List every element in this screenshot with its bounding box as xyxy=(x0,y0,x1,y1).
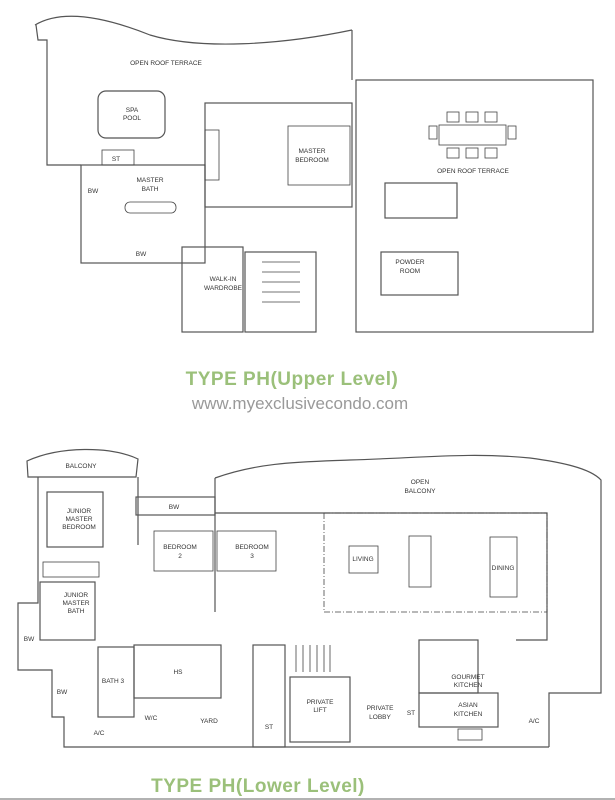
private-lift xyxy=(289,676,351,743)
stair-upper xyxy=(244,251,317,333)
room-label: PRIVATE xyxy=(307,699,335,706)
powder-room xyxy=(380,251,459,296)
watermark: www.myexclusivecondo.com xyxy=(191,394,408,413)
upper-level-plan: OPEN ROOF TERRACE SPA POOL ST MASTER BAT… xyxy=(34,15,594,390)
room-label: ASIAN xyxy=(458,702,478,709)
room-label: A/C xyxy=(529,718,540,725)
room-label: ROOM xyxy=(400,268,420,275)
room-label: BEDROOM xyxy=(163,544,197,551)
bathtub xyxy=(124,201,177,214)
store xyxy=(101,149,135,166)
room-label: MASTER xyxy=(62,600,89,607)
room-label: LIFT xyxy=(313,707,326,714)
room-label: LOBBY xyxy=(369,714,391,721)
living-dining-zone xyxy=(323,512,548,613)
room-label: YARD xyxy=(200,718,218,725)
room-label: BW xyxy=(24,636,35,643)
stair-lower xyxy=(252,644,286,748)
room-label: MASTER xyxy=(65,516,92,523)
room-label: ST xyxy=(112,156,120,163)
living-sofa xyxy=(348,545,379,574)
dining-table xyxy=(489,536,518,598)
room-label: POWDER xyxy=(395,259,425,266)
junior-master-bedroom xyxy=(46,491,104,548)
room-label: BEDROOM xyxy=(295,157,329,164)
asian-kitchen xyxy=(418,692,499,728)
lower-level-plan: BALCONY JUNIOR MASTER BEDROOM JUNIOR MAS… xyxy=(0,448,615,800)
room-label: JUNIOR xyxy=(67,508,92,515)
room-label: ST xyxy=(407,710,415,717)
right-terrace-outline xyxy=(355,79,594,333)
balcony-curve xyxy=(26,448,139,478)
lower-level-title: TYPE PH(Lower Level) xyxy=(151,776,365,797)
stair-treads-lower xyxy=(295,645,331,672)
room-label: BW xyxy=(88,188,99,195)
master-suite xyxy=(204,102,353,208)
spa-pool xyxy=(97,90,166,139)
bed xyxy=(287,125,351,186)
terrace-stair xyxy=(384,182,458,219)
room-label: 3 xyxy=(250,553,254,560)
master-bath xyxy=(80,164,206,264)
room-label: BW xyxy=(136,251,147,258)
room-label: BEDROOM xyxy=(235,544,269,551)
sink xyxy=(457,728,483,741)
room-label: KITCHEN xyxy=(454,682,483,689)
tv-console xyxy=(204,129,220,181)
room-label: BATH 3 xyxy=(102,678,125,685)
room-label: GOURMET xyxy=(451,674,484,681)
roof-terrace-wave-wall xyxy=(34,15,353,45)
room-label: A/C xyxy=(94,730,105,737)
room-label: POOL xyxy=(123,115,141,122)
room-label: BW xyxy=(169,504,180,511)
wardrobe xyxy=(42,561,100,578)
room-label: ST xyxy=(265,724,273,731)
room-label: OPEN ROOF TERRACE xyxy=(130,60,202,67)
room-label: PRIVATE xyxy=(367,705,395,712)
room-label: BEDROOM xyxy=(62,524,96,531)
room-label: W/C xyxy=(145,715,158,722)
bed-3 xyxy=(216,530,277,572)
bw-bedrooms xyxy=(135,496,216,516)
stair-treads xyxy=(262,261,300,303)
bed-2 xyxy=(153,530,214,572)
walk-in-wardrobe xyxy=(181,246,244,333)
room-label: JUNIOR xyxy=(64,592,89,599)
room-label: LIVING xyxy=(352,556,373,563)
upper-level-title: TYPE PH(Upper Level) xyxy=(186,369,399,390)
room-label: 2 xyxy=(178,553,182,560)
room-label: BW xyxy=(57,689,68,696)
island xyxy=(408,535,432,588)
room-label: HS xyxy=(173,669,183,676)
room-label: MASTER xyxy=(136,177,163,184)
left-terrace-outline xyxy=(35,24,353,166)
open-balcony-wave xyxy=(214,454,602,747)
dining-table xyxy=(438,124,507,146)
room-label: BATH xyxy=(68,608,85,615)
room-label: MASTER xyxy=(298,148,325,155)
room-label: WARDROBE xyxy=(204,285,243,292)
room-label: KITCHEN xyxy=(454,711,483,718)
room-label: BATH xyxy=(142,186,159,193)
bath-3 xyxy=(97,646,135,718)
room-label: BALCONY xyxy=(404,488,436,495)
room-label: BALCONY xyxy=(65,463,97,470)
junior-master-bath xyxy=(39,581,96,641)
room-label: DINING xyxy=(492,565,515,572)
dining-chairs xyxy=(428,111,517,159)
room-label: SPA xyxy=(126,107,139,114)
room-label: WALK-IN xyxy=(210,276,237,283)
room-label: OPEN ROOF TERRACE xyxy=(437,168,509,175)
room-label: OPEN xyxy=(411,479,430,486)
